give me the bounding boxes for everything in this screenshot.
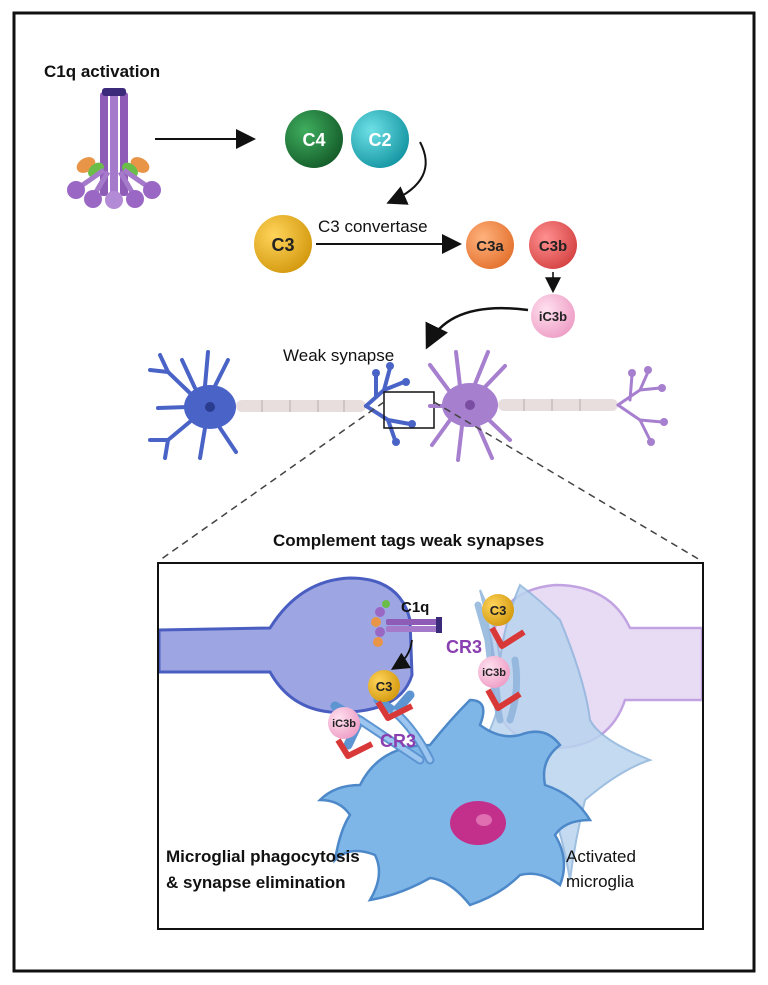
ic3b-tag-right xyxy=(478,656,510,688)
c4-label: C4 xyxy=(302,130,325,150)
blue-neuron xyxy=(148,350,416,460)
panel-title: Complement tags weak synapses xyxy=(273,531,544,550)
cr3-receptor-left-2 xyxy=(335,738,374,759)
c3a-label: C3a xyxy=(476,238,504,255)
cr3-label-left: CR3 xyxy=(380,731,416,751)
ic3b-ball xyxy=(531,294,575,338)
outer-frame xyxy=(12,11,756,973)
c3-tag-left xyxy=(368,670,400,702)
c2-label: C2 xyxy=(368,130,391,150)
ic3b-tag-left-label: iC3b xyxy=(332,718,356,730)
phagocytosis-line-1: Microglial phagocytosis xyxy=(166,847,360,866)
arrow-ic3b-to-synapse xyxy=(425,306,529,350)
synapse-zoom-box xyxy=(383,391,435,429)
cr3-receptor-right-2 xyxy=(485,688,522,711)
c3b-ball xyxy=(529,221,577,269)
c3-label: C3 xyxy=(271,235,294,255)
activated-microglia-line-1: Activated xyxy=(566,847,636,866)
ic3b-tag-right-label: iC3b xyxy=(482,667,506,679)
c1q-bound-label: C1q xyxy=(401,599,429,616)
zoom-line-left xyxy=(159,401,385,561)
c3-convertase-label: C3 convertase xyxy=(318,217,428,236)
c2-ball xyxy=(351,110,409,168)
c3-tag-left-label: C3 xyxy=(376,679,393,694)
c3a-ball xyxy=(466,221,514,269)
weak-synapse-label: Weak synapse xyxy=(283,346,394,365)
c3-tag-right-label: C3 xyxy=(490,603,507,618)
cr3-label-right: CR3 xyxy=(446,637,482,657)
c3b-label: C3b xyxy=(539,238,567,255)
c1q-bound-icon xyxy=(371,600,442,647)
c3-tag-right xyxy=(482,594,514,626)
zoom-line-right xyxy=(433,401,701,561)
c4-ball xyxy=(285,110,343,168)
ic3b-label: iC3b xyxy=(539,309,567,324)
arrow-c2-to-convertase xyxy=(386,141,427,205)
c3-ball xyxy=(254,215,312,273)
cr3-receptor-left-1 xyxy=(375,700,414,721)
activated-microglia-line-2: microglia xyxy=(566,872,635,891)
c1q-complex-icon xyxy=(67,88,161,209)
phagocytosis-line-2: & synapse elimination xyxy=(166,873,346,892)
c1q-activation-label: C1q activation xyxy=(44,62,160,81)
cr3-receptor-right-1 xyxy=(489,626,526,649)
purple-neuron xyxy=(428,350,668,462)
arrow-c1q-to-c3 xyxy=(390,639,413,670)
ic3b-tag-left xyxy=(328,707,360,739)
